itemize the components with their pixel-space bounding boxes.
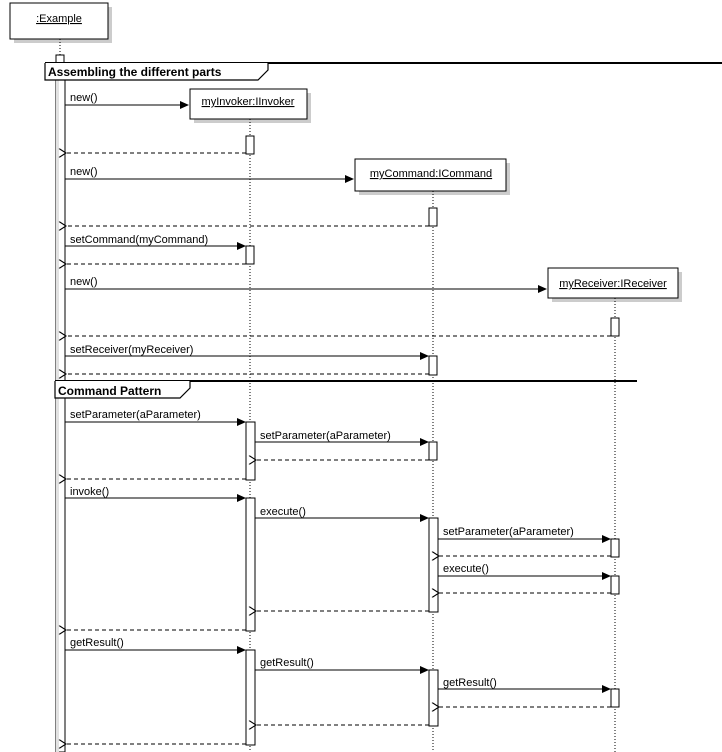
- command-label: myCommand:ICommand: [370, 168, 492, 180]
- message-set-param-1-label: setParameter(aParameter): [70, 409, 201, 421]
- invoker-activation-3: [245, 421, 256, 481]
- message-new-receiver-label: new(): [70, 276, 98, 288]
- command-activation-3: [428, 441, 438, 461]
- fragment-assembling: Assembling the different parts: [44, 62, 722, 81]
- example-activation-shade: [56, 70, 59, 752]
- message-get-result-3-label: getResult(): [443, 677, 497, 689]
- message-invoke-label: invoke(): [70, 486, 109, 498]
- fragment-assembling-tab: [44, 63, 269, 81]
- message-new-command-label: new(): [70, 166, 98, 178]
- pattern-messages: setParameter(aParameter) setParameter(aP…: [65, 409, 620, 746]
- invoker-label: myInvoker:IInvoker: [202, 96, 295, 108]
- receiver-label: myReceiver:IReceiver: [559, 278, 667, 290]
- message-new-invoker-label: new(): [70, 92, 98, 104]
- receiver-activation-2: [610, 538, 620, 558]
- command-activation-1: [428, 207, 438, 227]
- invoker-box[interactable]: [189, 88, 308, 120]
- lifeline-receiver: myReceiver:IReceiver: [547, 267, 682, 752]
- fragment-command-pattern: Command Pattern: [54, 380, 637, 399]
- message-set-receiver-label: setReceiver(myReceiver): [70, 344, 193, 356]
- example-label: :Example: [36, 13, 82, 25]
- fragment-pattern-label: Command Pattern: [58, 384, 161, 398]
- message-get-result-1-label: getResult(): [70, 637, 124, 649]
- receiver-activation-4: [610, 688, 620, 708]
- lifeline-example: :Example: [9, 2, 112, 752]
- invoker-activation-2: [245, 245, 255, 265]
- example-activation-top: [55, 54, 65, 64]
- lifeline-invoker: myInvoker:IInvoker: [189, 88, 311, 752]
- receiver-activation-1: [610, 317, 620, 337]
- message-set-param-2-label: setParameter(aParameter): [260, 430, 391, 442]
- invoker-activation-1: [245, 135, 255, 155]
- command-activation-5: [428, 669, 439, 727]
- assembling-messages: new() new() setCommand(myCommand) new() …: [65, 92, 620, 376]
- invoker-activation-4: [245, 497, 256, 632]
- receiver-box[interactable]: [547, 267, 679, 299]
- fragment-assembling-label: Assembling the different parts: [48, 65, 222, 79]
- command-activation-2: [428, 355, 438, 376]
- message-get-result-2-label: getResult(): [260, 657, 314, 669]
- invoker-activation-5: [245, 649, 256, 746]
- example-box[interactable]: [9, 2, 109, 40]
- lifeline-command: myCommand:ICommand: [354, 158, 510, 752]
- receiver-activation-3: [610, 575, 620, 595]
- command-activation-4: [428, 517, 439, 613]
- message-set-param-3-label: setParameter(aParameter): [443, 526, 574, 538]
- message-execute-1-label: execute(): [260, 506, 306, 518]
- fragment-pattern-tab: [54, 381, 191, 399]
- message-execute-2-label: execute(): [443, 563, 489, 575]
- message-set-command-label: setCommand(myCommand): [70, 234, 208, 246]
- command-box[interactable]: [354, 158, 507, 192]
